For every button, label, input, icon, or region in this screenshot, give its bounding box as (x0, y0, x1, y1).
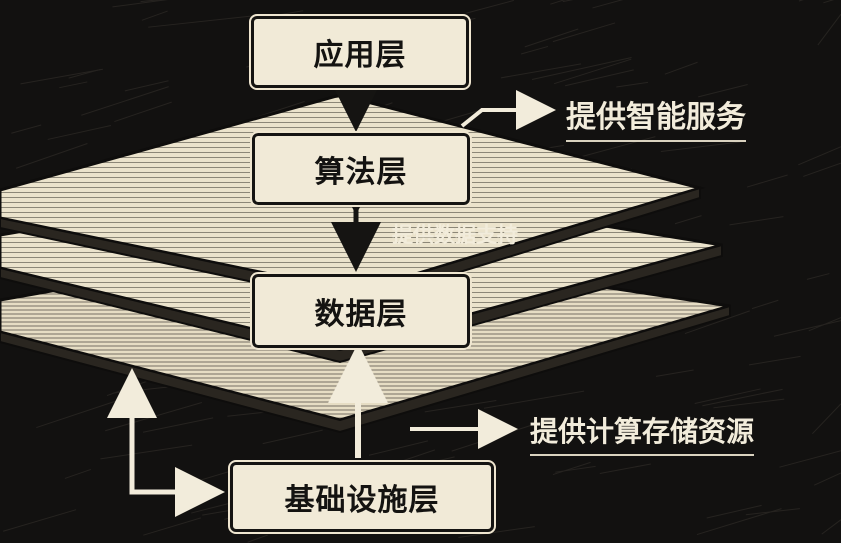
background-scratch (68, 68, 101, 79)
background-scratch (424, 400, 497, 413)
background-scratch (562, 0, 574, 3)
background-scratch (466, 0, 514, 14)
background-scratch (124, 80, 169, 92)
background-scratch (148, 15, 253, 28)
background-scratch (368, 440, 429, 456)
background-scratch (81, 86, 169, 116)
background-scratch (729, 216, 784, 226)
background-scratch (702, 388, 783, 407)
background-scratch (247, 534, 268, 543)
background-scratch (813, 472, 841, 486)
flow-arrows (107, 82, 556, 517)
data-support-label: 提供数据支持 (392, 223, 518, 247)
bottom-plate-edge (0, 304, 731, 434)
background-scratch (746, 174, 788, 188)
background-scratch (552, 461, 591, 476)
application-layer-label: 应用层 (313, 38, 407, 73)
background-scratch (524, 28, 579, 48)
background-scratch (565, 69, 634, 87)
background-scratch (798, 146, 841, 166)
background-scratch (277, 10, 304, 16)
background-scratch (553, 58, 632, 85)
background-scratch (821, 519, 841, 535)
background-scratch (655, 369, 694, 377)
background-scratch (500, 63, 582, 79)
background-scratch (520, 45, 549, 55)
background-scratch (773, 320, 841, 337)
background-scratch (141, 10, 168, 21)
background-scratch (779, 450, 841, 468)
background-scratch (803, 162, 841, 177)
background-scratch (112, 0, 169, 8)
background-scratch (59, 81, 88, 89)
background-scratch (694, 388, 761, 405)
background-scratch (143, 517, 202, 536)
background-scratch (105, 402, 202, 432)
background-scratch (812, 403, 841, 435)
background-scratch (114, 101, 172, 123)
algorithm-layer-label: 算法层 (314, 155, 408, 190)
background-scratch (16, 143, 88, 169)
intelligent-service-label: 提供智能服务 (566, 92, 746, 142)
background-scratch (664, 61, 698, 75)
algorithm-layer-box: 算法层 (250, 131, 472, 207)
background-scratch (142, 417, 214, 433)
background-scratch (483, 390, 585, 409)
background-scratch (817, 13, 841, 46)
background-scratch (100, 444, 193, 460)
background-scratch (751, 299, 779, 310)
background-scratch (674, 215, 702, 225)
background-scratch (696, 508, 782, 536)
background-scratch (550, 0, 566, 5)
background-scratch (823, 0, 835, 4)
background-scratch (713, 398, 785, 409)
background-scratch (11, 124, 42, 134)
data-layer-box: 数据层 (250, 272, 472, 350)
application-layer-box: 应用层 (249, 14, 471, 90)
background-scratch (798, 0, 804, 2)
background-scratch (592, 0, 624, 9)
background-scratch (749, 355, 801, 366)
background-scratch (262, 429, 323, 445)
background-scratch (47, 125, 112, 140)
background-scratch (64, 468, 92, 479)
background-scratch (3, 509, 77, 532)
background-scratch (36, 392, 141, 429)
infrastructure-layer-label: 基础设施层 (284, 483, 440, 518)
background-scratch (660, 141, 741, 153)
background-scratch (808, 317, 841, 332)
background-scratch (806, 273, 830, 280)
background-scratch (20, 68, 103, 85)
background-scratch (706, 504, 762, 519)
background-scratch (531, 57, 632, 80)
background-scratch (698, 83, 748, 98)
background-scratch (599, 463, 651, 475)
data-layer-label: 数据层 (314, 297, 408, 332)
background-scratch (684, 310, 750, 335)
background-scratch (616, 81, 649, 88)
infrastructure-layer-box: 基础设施层 (228, 460, 496, 534)
compute-storage-label: 提供计算存储资源 (530, 410, 755, 456)
background-scratch (458, 526, 535, 539)
background-scratch (552, 22, 616, 43)
